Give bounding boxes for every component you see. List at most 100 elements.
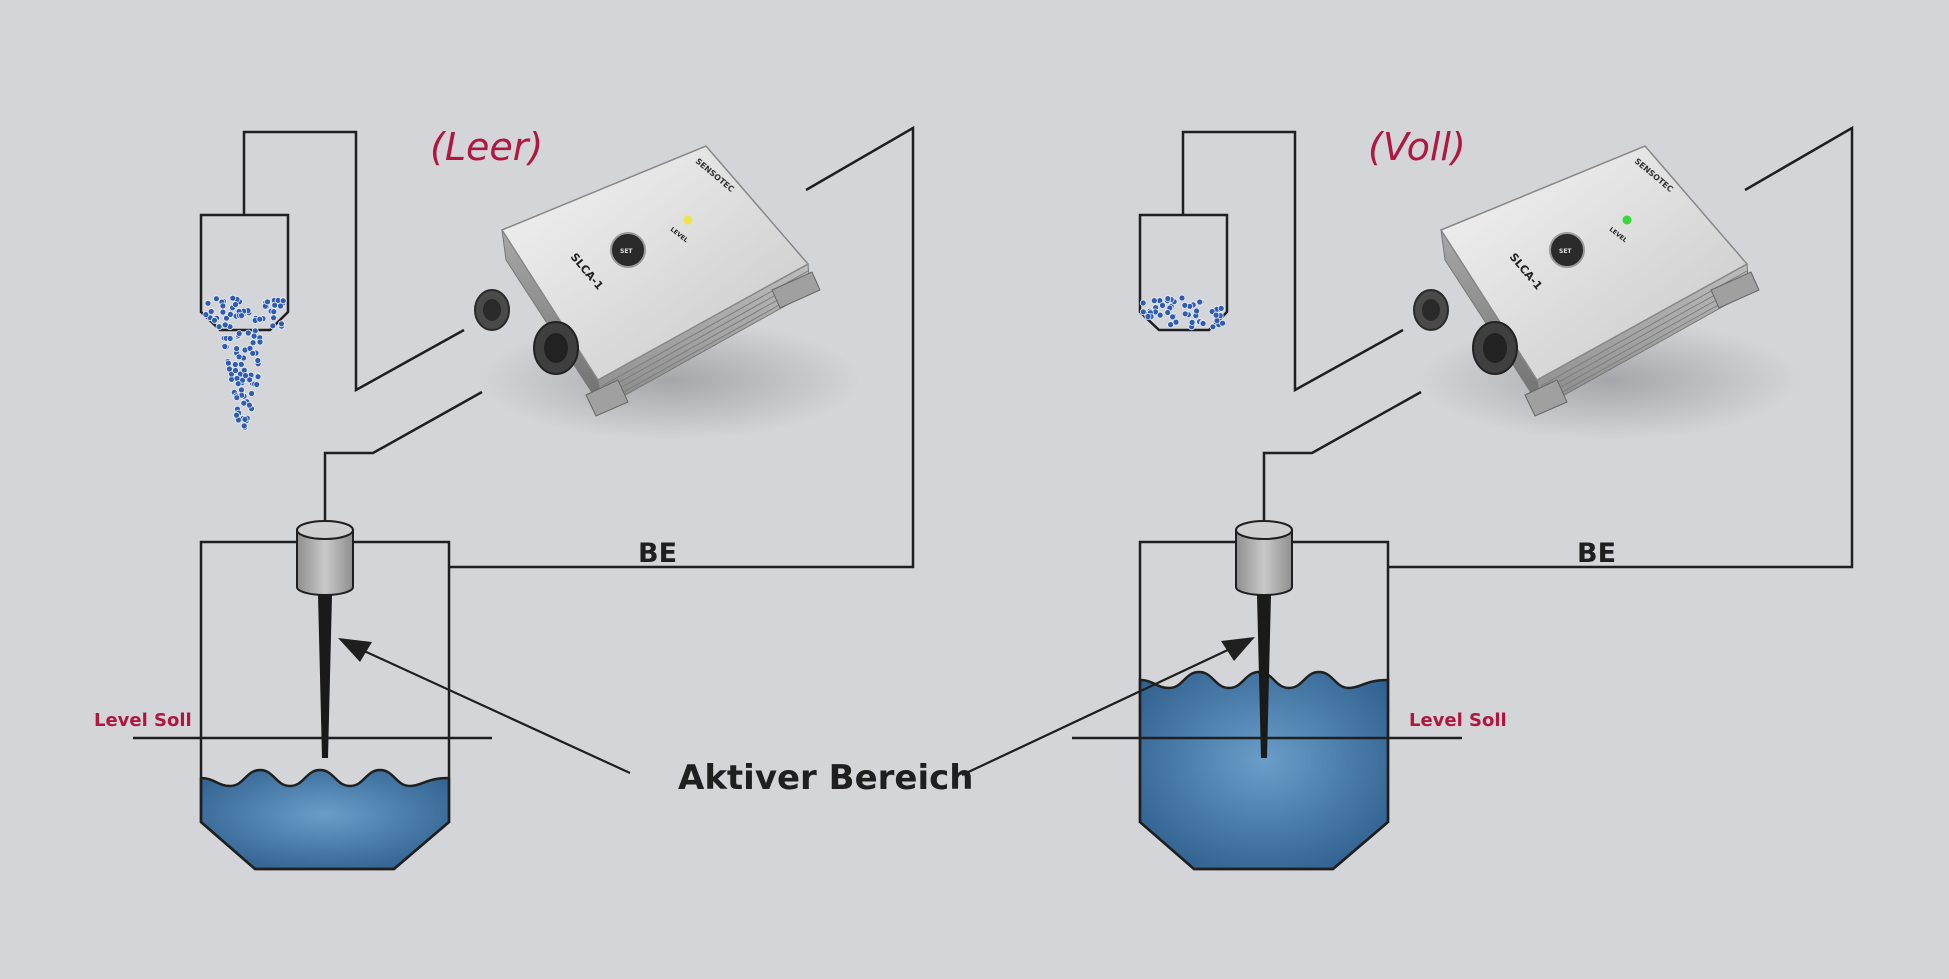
set-button-label: SET bbox=[620, 248, 633, 255]
set-button bbox=[610, 232, 646, 268]
granule bbox=[219, 302, 227, 310]
feed-hopper bbox=[199, 213, 290, 431]
granule bbox=[233, 411, 240, 419]
connector bbox=[1472, 321, 1518, 375]
tank bbox=[1138, 540, 1390, 871]
granule bbox=[240, 366, 248, 374]
granule bbox=[238, 386, 245, 394]
granule bbox=[253, 381, 261, 388]
granules-in-hopper bbox=[1139, 294, 1226, 331]
connector bbox=[1413, 289, 1449, 331]
evaluation-unit: SET LEVEL SLCA-1 SENSOTEC bbox=[474, 145, 860, 440]
be-label: BE bbox=[638, 538, 677, 569]
state-label: (Voll) bbox=[1368, 125, 1466, 169]
tank bbox=[199, 540, 451, 871]
status-led bbox=[683, 215, 693, 225]
mount-tab bbox=[585, 379, 629, 417]
state-label: (Leer) bbox=[430, 125, 543, 169]
granule bbox=[249, 349, 257, 357]
granule bbox=[1188, 318, 1196, 326]
granule bbox=[202, 311, 210, 319]
granule bbox=[1213, 317, 1221, 325]
granule bbox=[250, 332, 258, 340]
capacitive-probe bbox=[1235, 520, 1293, 758]
granule bbox=[1172, 318, 1180, 326]
granule bbox=[1219, 319, 1226, 327]
granule bbox=[256, 338, 264, 346]
granule bbox=[270, 308, 278, 316]
granule bbox=[249, 339, 257, 347]
granule bbox=[226, 335, 234, 342]
granule bbox=[1217, 304, 1225, 312]
hopper-wire bbox=[242, 130, 465, 393]
mount-tab bbox=[1710, 271, 1760, 309]
hopper-wire bbox=[1181, 130, 1404, 393]
granule bbox=[234, 380, 242, 388]
granule bbox=[1139, 299, 1147, 307]
granule bbox=[1193, 307, 1200, 315]
granule bbox=[1178, 294, 1186, 302]
granule bbox=[248, 390, 256, 397]
tank-wall bbox=[1138, 540, 1390, 871]
granule bbox=[212, 295, 220, 303]
granule bbox=[1196, 298, 1204, 306]
granule bbox=[1150, 297, 1158, 305]
arrow-head bbox=[1221, 637, 1255, 661]
granule bbox=[240, 399, 248, 407]
granule bbox=[1181, 310, 1189, 318]
status-led bbox=[1622, 215, 1632, 225]
granule bbox=[270, 314, 278, 322]
granule bbox=[277, 302, 284, 310]
granule bbox=[1139, 308, 1147, 316]
granule bbox=[1156, 311, 1164, 319]
set-button-label: SET bbox=[1559, 248, 1572, 255]
granule bbox=[279, 297, 287, 305]
granule bbox=[244, 329, 252, 337]
granule bbox=[225, 365, 233, 373]
granule bbox=[256, 315, 264, 323]
granule bbox=[224, 359, 232, 367]
granule bbox=[221, 321, 229, 329]
granule bbox=[245, 401, 253, 409]
granule bbox=[233, 345, 241, 353]
be-wire bbox=[1389, 125, 1854, 569]
granules-in-hopper bbox=[202, 294, 287, 331]
probe-rod bbox=[318, 595, 332, 758]
granule bbox=[1169, 313, 1176, 321]
granule bbox=[254, 357, 262, 364]
granule bbox=[1181, 301, 1189, 309]
arrow-head bbox=[338, 638, 372, 662]
active-area-label: Aktiver Bereich bbox=[678, 758, 973, 798]
granule bbox=[242, 372, 249, 380]
granule bbox=[1212, 311, 1220, 319]
granule bbox=[237, 360, 245, 368]
active-area-arrow bbox=[961, 647, 1233, 776]
granule bbox=[229, 294, 237, 302]
capacitive-probe bbox=[296, 520, 354, 758]
granule bbox=[269, 322, 277, 330]
mount-tab bbox=[771, 271, 821, 309]
probe-wire bbox=[323, 390, 483, 520]
be-label: BE bbox=[1577, 538, 1616, 569]
granule bbox=[271, 301, 279, 309]
granule bbox=[219, 308, 227, 316]
liquid bbox=[199, 768, 451, 871]
granule bbox=[207, 308, 215, 315]
granule bbox=[1164, 295, 1172, 303]
connector bbox=[474, 289, 510, 331]
granule bbox=[241, 415, 249, 423]
active-area-arrow bbox=[361, 649, 631, 774]
granule bbox=[278, 320, 285, 328]
granule bbox=[226, 310, 234, 318]
probe-wire bbox=[1262, 390, 1422, 520]
level-setpoint-label: Level Soll bbox=[1409, 710, 1507, 731]
probe-rod bbox=[1257, 595, 1271, 758]
granule bbox=[264, 298, 271, 306]
granule bbox=[1164, 309, 1172, 316]
panel-full: Level Soll BE (Voll) bbox=[961, 125, 1854, 871]
granules-falling bbox=[220, 327, 264, 431]
granule bbox=[231, 361, 239, 368]
granule bbox=[235, 353, 243, 361]
granule bbox=[1209, 323, 1217, 331]
